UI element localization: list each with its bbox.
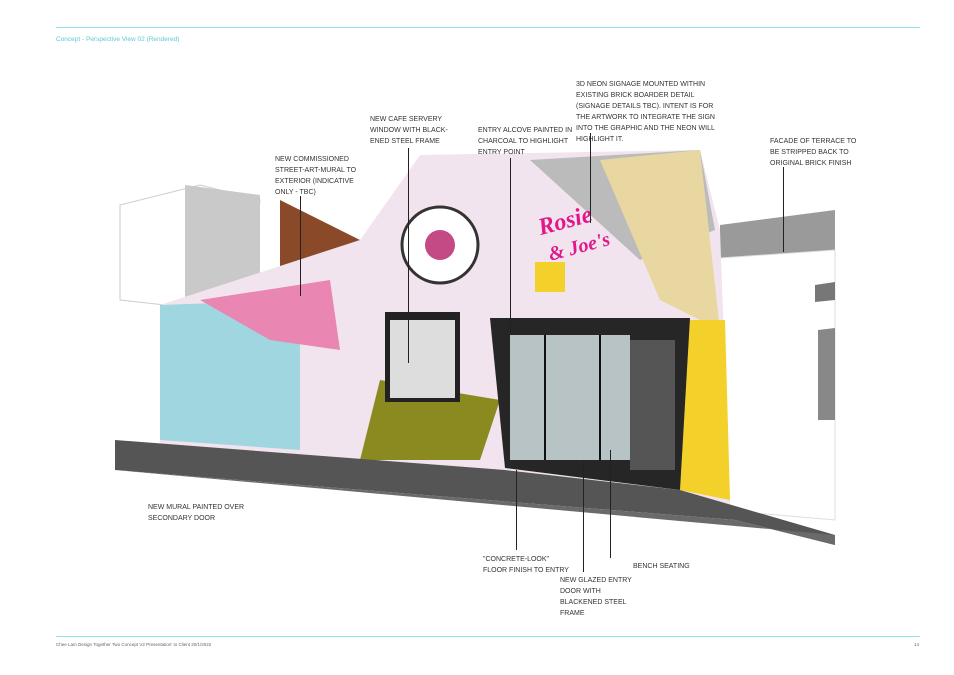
annotation-street-mural: New commissioned street-art-mural to ext… bbox=[275, 156, 357, 196]
annotation-bench-seating: Bench seating bbox=[633, 563, 690, 570]
leader-line bbox=[510, 158, 511, 333]
annotation-secondary-door: New mural painted over secondary door bbox=[148, 504, 245, 522]
header-rule bbox=[56, 27, 920, 28]
footer-rule bbox=[56, 636, 920, 637]
annotation-servery-window: New cafe servery window with black-ened … bbox=[370, 116, 448, 145]
annotation-glazed-door: New glazed entry door with blackened ste… bbox=[560, 577, 632, 617]
leader-line bbox=[583, 460, 584, 572]
annotation-entry-alcove: Entry alcove painted in charcoal to high… bbox=[478, 127, 573, 156]
annotation-neon-signage: 3D neon signage mounted within existing … bbox=[576, 81, 715, 143]
leader-line bbox=[590, 133, 591, 223]
annotation-floor-finish: "Concrete-look" floor finish to entry bbox=[483, 556, 569, 574]
leader-line bbox=[408, 148, 409, 363]
leader-line bbox=[783, 167, 784, 252]
footpath bbox=[115, 440, 835, 545]
glazed-entry-door bbox=[510, 335, 630, 460]
footer-text: Chee Lam Design Together Two Concept V2 … bbox=[56, 642, 212, 647]
annotation-facade-terrace: Facade of terrace to be stripped back to… bbox=[770, 138, 857, 167]
leader-line bbox=[610, 450, 611, 558]
page-number: 14 bbox=[914, 642, 920, 647]
neighbour-building bbox=[185, 185, 260, 300]
page-title: Concept - Perspective View 02 (Rendered) bbox=[56, 36, 180, 43]
leader-line bbox=[300, 196, 301, 296]
leader-line bbox=[516, 470, 517, 550]
